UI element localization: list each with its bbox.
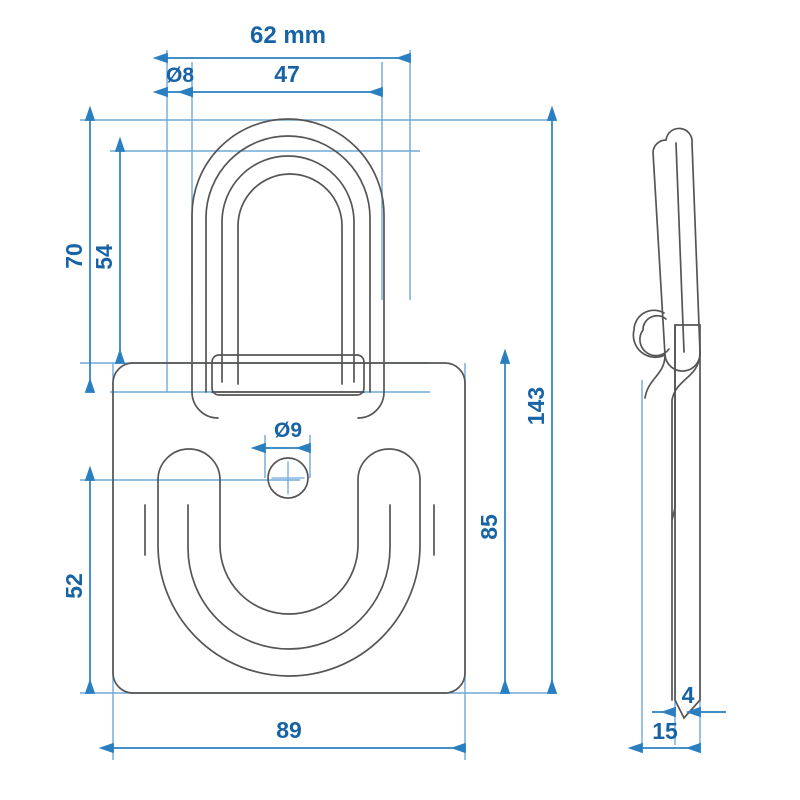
dim-70-label: 70 xyxy=(61,243,87,269)
retaining-bar xyxy=(211,354,365,396)
d-ring-inner xyxy=(221,155,355,383)
d-ring-outer-edge2 xyxy=(205,135,371,393)
side-plate-section xyxy=(674,324,701,720)
dim-54-label: 54 xyxy=(91,244,117,270)
dim-85-label: 85 xyxy=(476,514,502,540)
side-hook-foot-inner xyxy=(639,314,670,357)
side-hook-tail-inner xyxy=(644,354,666,399)
side-hook-foot xyxy=(632,309,666,359)
front-view xyxy=(112,118,466,694)
dimension-lines xyxy=(84,52,726,754)
dim-47-label: 47 xyxy=(274,61,300,87)
side-hook-tail xyxy=(671,351,701,701)
d-ring-leg-right-sweep xyxy=(357,391,385,419)
dim-89-label: 89 xyxy=(276,717,302,743)
dim-62mm-label: 62 mm xyxy=(250,22,326,49)
plate-u-recess-inner xyxy=(187,504,391,650)
d-ring-outer xyxy=(191,118,385,393)
fixing-hole xyxy=(267,457,309,499)
side-shank-seam xyxy=(675,142,685,353)
dim-4-label: 4 xyxy=(682,682,695,708)
plate-u-recess-outer xyxy=(157,448,421,677)
side-ring-shank xyxy=(652,127,701,372)
d-ring-leg-left-sweep xyxy=(191,391,219,419)
dimension-labels: 62 mm Ø8 47 70 54 52 Ø9 85 143 89 4 15 xyxy=(61,22,695,744)
d-ring-inner-edge2 xyxy=(237,173,343,385)
dim-d9-label: Ø9 xyxy=(274,419,302,442)
dim-d8-label: Ø8 xyxy=(166,64,194,87)
extension-lines xyxy=(80,50,701,760)
dim-143-label: 143 xyxy=(523,387,549,425)
mounting-plate-outline xyxy=(112,362,466,694)
dim-15-label: 15 xyxy=(652,718,678,744)
dim-52-label: 52 xyxy=(61,573,87,599)
side-plate-bend xyxy=(671,507,676,521)
side-view xyxy=(632,127,701,720)
